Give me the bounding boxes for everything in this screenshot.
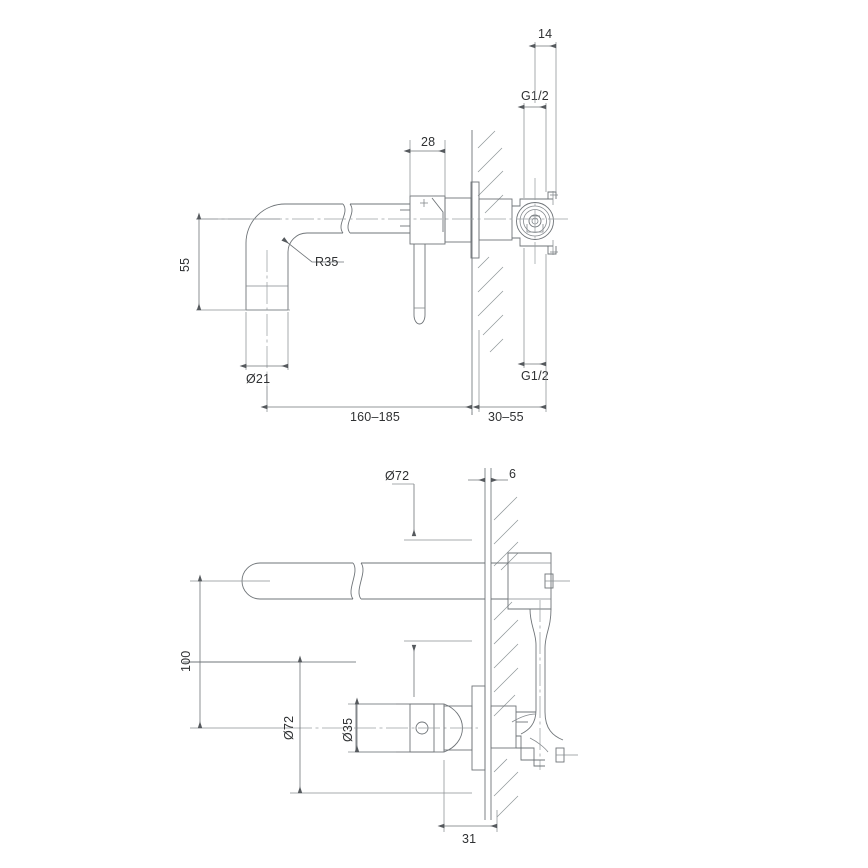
annotation-bend-radius: R35	[281, 237, 344, 269]
plan-view: Ø72 6 100 Ø72	[179, 467, 578, 846]
dimension-wall-plate-depth: 6	[468, 467, 516, 500]
wall-section-elevation	[471, 130, 504, 415]
dimension-spout-outlet-dia: Ø21	[239, 312, 289, 386]
dimension-label-valve-body-dia: Ø35	[341, 718, 355, 742]
dimension-spout-flange-dia: Ø72	[385, 469, 472, 697]
dimension-label-projection-range: 160–185	[350, 410, 400, 424]
dimension-spout-height: 55	[178, 212, 290, 311]
dimension-body-width: 28	[403, 135, 446, 196]
dimension-label-inlet-thread-bottom: G1/2	[521, 369, 549, 383]
annotation-label-bend-radius: R35	[315, 255, 339, 269]
dimension-valve-body-dia: Ø35	[341, 697, 396, 753]
dimension-inlet-offset: 14	[528, 27, 557, 192]
valve-body-plan	[183, 661, 578, 771]
dimension-projection-range: 160–185	[260, 330, 473, 424]
dimension-valve-flange-dia: Ø72	[282, 655, 472, 794]
dimension-label-wall-plate-depth: 6	[509, 467, 516, 481]
dimension-label-centre-distance: 100	[179, 651, 193, 672]
mixer-body-elevation	[400, 181, 513, 259]
connecting-pipe-plan	[520, 600, 564, 770]
dimension-inlet-thread-bottom: G1/2	[517, 248, 549, 383]
dimension-label-spout-flange-dia: Ø72	[385, 469, 409, 483]
lever-handle-elevation	[413, 244, 426, 325]
dimension-valve-projection: 31	[437, 760, 498, 846]
centrelines-elevation	[196, 178, 568, 400]
wall-section-plan	[484, 468, 519, 820]
dimension-label-valve-projection: 31	[462, 832, 476, 846]
dimension-wall-depth-range: 30–55	[472, 330, 547, 424]
dimension-label-inlet-offset: 14	[538, 27, 552, 41]
dimension-centre-distance: 100	[179, 574, 290, 729]
dimension-label-body-width: 28	[421, 135, 435, 149]
dimension-label-spout-outlet-dia: Ø21	[246, 372, 270, 386]
dimension-label-spout-height: 55	[178, 258, 192, 272]
dimension-label-valve-flange-dia: Ø72	[282, 716, 296, 740]
dimension-label-wall-depth-range: 30–55	[488, 410, 524, 424]
spout-plan	[241, 552, 570, 610]
elevation-view: 55 Ø21 28 G1/2	[178, 27, 568, 424]
